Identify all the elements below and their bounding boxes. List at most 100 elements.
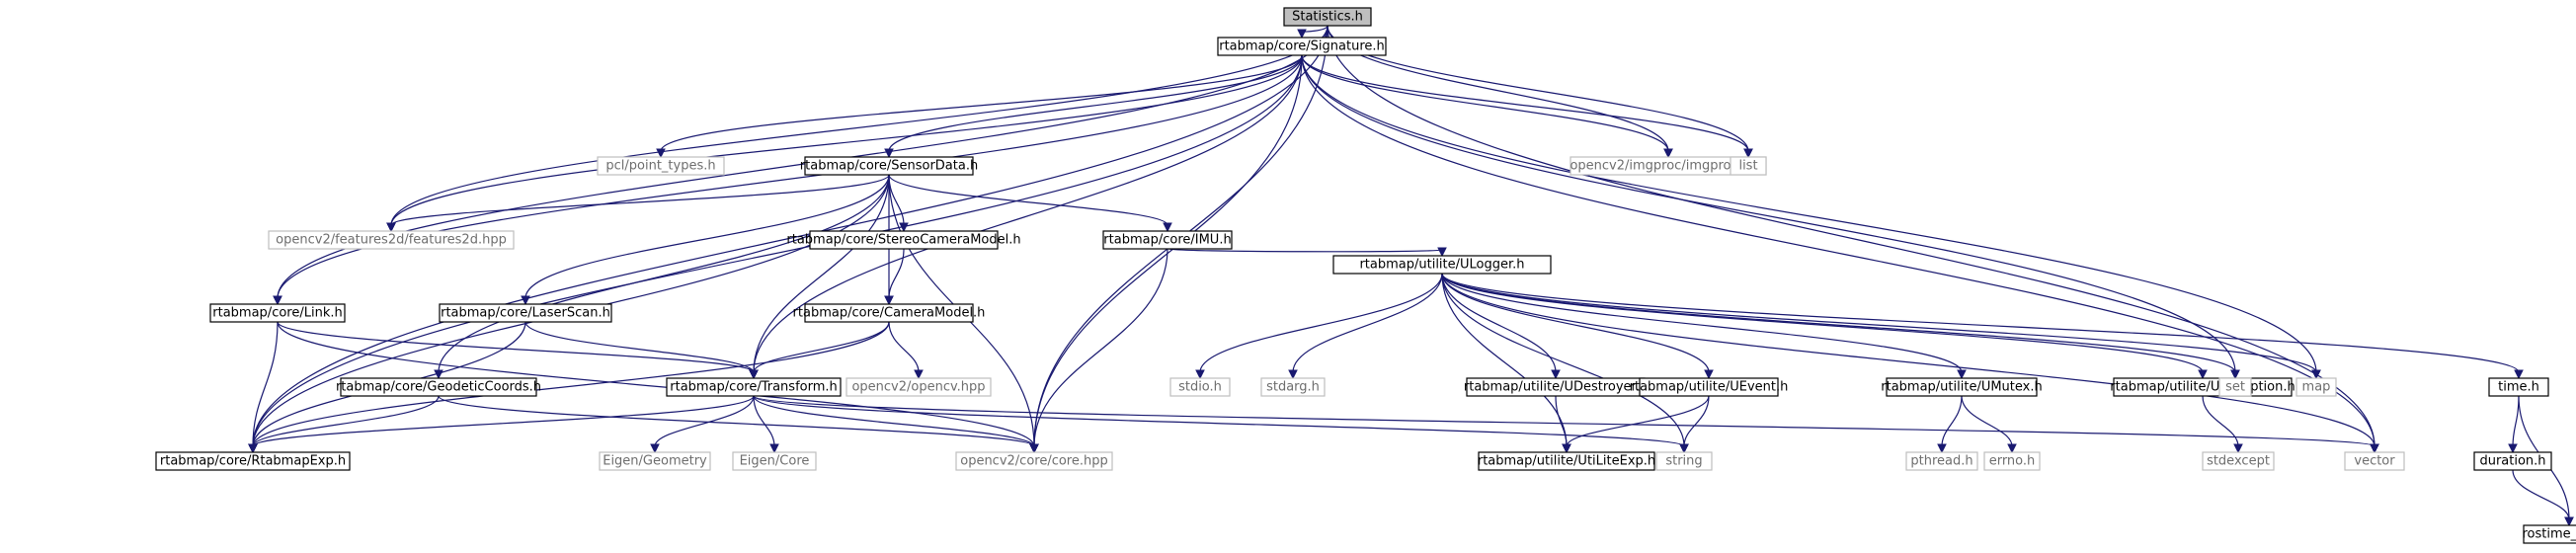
node-box-eigencore <box>732 451 817 471</box>
arrowhead-uevent-to-string <box>1679 443 1689 454</box>
node-box-uevent <box>1639 377 1779 397</box>
node-cvcore: opencv2/core/core.hpp <box>955 451 1113 471</box>
node-stdexcept: stdexcept <box>2202 451 2275 471</box>
arrowhead-signature-to-sensordata <box>884 148 894 159</box>
edge-transform-to-cvcore <box>753 395 1035 447</box>
node-box-stdio <box>1169 377 1231 397</box>
node-box-vector <box>2344 451 2405 471</box>
node-sensordata[interactable]: rtabmap/core/SensorData.h <box>800 156 978 176</box>
node-label-stereo: rtabmap/core/StereoCameraModel.h <box>786 233 1020 248</box>
node-box-errno <box>1983 451 2041 471</box>
arrowhead-imu-to-ulogger <box>1437 247 1447 258</box>
node-label-pcl: pcl/point_types.h <box>605 159 715 174</box>
node-box-utilite <box>1478 451 1655 471</box>
node-label-eigencore: Eigen/Core <box>740 454 810 469</box>
edge-ulogger-to-uexception <box>1441 273 2204 373</box>
node-box-list <box>1730 156 1767 176</box>
node-box-opencv <box>845 377 992 397</box>
node-box-sensordata <box>804 156 974 176</box>
node-uexception[interactable]: rtabmap/utilite/UException.h <box>2110 377 2295 397</box>
node-label-pthread: pthread.h <box>1910 454 1972 469</box>
node-label-errno: errno.h <box>1989 454 2036 469</box>
edge-statistics-to-features2d <box>390 25 1328 226</box>
edge-signature-to-link <box>277 54 1303 299</box>
node-rtabmapexp[interactable]: rtabmap/core/RtabmapExp.h <box>155 451 351 471</box>
arrowhead-umutex-to-pthread <box>1937 443 1947 454</box>
node-label-set: set <box>2225 380 2245 395</box>
node-rostime[interactable]: rostime_decl.h <box>2522 524 2576 544</box>
node-ulogger[interactable]: rtabmap/utilite/ULogger.h <box>1332 255 1552 275</box>
node-label-eigengeo: Eigen/Geometry <box>603 454 707 469</box>
node-udestroyer[interactable]: rtabmap/utilite/UDestroyer.h <box>1464 377 1648 397</box>
node-duration[interactable]: duration.h <box>2473 451 2552 471</box>
node-imu[interactable]: rtabmap/core/IMU.h <box>1102 230 1233 250</box>
node-box-link <box>209 303 346 323</box>
arrowhead-ulogger-to-time <box>2514 369 2524 380</box>
edge-transform-to-string <box>753 395 1685 447</box>
edge-signature-to-map <box>1301 54 2317 373</box>
node-cameramodel[interactable]: rtabmap/core/CameraModel.h <box>793 303 986 323</box>
arrowhead-signature-to-imgproc <box>1663 148 1673 159</box>
node-label-stdio: stdio.h <box>1178 380 1222 395</box>
arrowhead-uexception-to-stdexcept <box>2233 443 2243 454</box>
edge-cameramodel-to-rtabmapexp <box>252 321 890 447</box>
node-box-features2d <box>268 230 515 250</box>
arrowhead-sensordata-to-stereo <box>899 222 909 233</box>
node-label-string: string <box>1665 454 1702 469</box>
edge-laserscan-to-transform <box>524 321 755 373</box>
node-label-opencv: opencv2/opencv.hpp <box>851 380 985 395</box>
node-statistics[interactable]: Statistics.h <box>1283 7 1372 27</box>
node-box-umutex <box>1886 377 2038 397</box>
node-box-duration <box>2473 451 2552 471</box>
node-box-stdexcept <box>2202 451 2275 471</box>
edge-signature-to-set <box>1301 54 2236 373</box>
edge-ulogger-to-string <box>1441 273 1685 447</box>
arrowhead-cameramodel-to-transform <box>749 369 759 380</box>
node-label-uevent: rtabmap/utilite/UEvent.h <box>1630 380 1789 395</box>
arrowhead-umutex-to-errno <box>2007 443 2017 454</box>
node-set: set <box>2218 377 2252 397</box>
node-box-geodetic <box>340 377 537 397</box>
arrowhead-duration-to-rostime <box>2564 516 2574 527</box>
arrowhead-transform-to-cvcore <box>1029 443 1039 454</box>
node-pthread: pthread.h <box>1905 451 1978 471</box>
node-box-time <box>2488 377 2549 397</box>
edge-statistics-to-link <box>277 25 1328 299</box>
node-box-stdarg <box>1260 377 1326 397</box>
node-utilite[interactable]: rtabmap/utilite/UtiLiteExp.h <box>1478 451 1655 471</box>
node-time[interactable]: time.h <box>2488 377 2549 397</box>
node-label-cameramodel: rtabmap/core/CameraModel.h <box>793 306 986 321</box>
edge-link-to-cvcore <box>277 321 1035 447</box>
edge-signature-to-pcl <box>660 54 1303 152</box>
node-umutex[interactable]: rtabmap/utilite/UMutex.h <box>1881 377 2043 397</box>
arrowhead-signature-to-pcl <box>656 148 666 159</box>
node-label-stdexcept: stdexcept <box>2207 454 2270 469</box>
node-uevent[interactable]: rtabmap/utilite/UEvent.h <box>1630 377 1789 397</box>
node-signature[interactable]: rtabmap/core/Signature.h <box>1217 37 1387 56</box>
edge-transform-to-eigencore <box>753 395 775 447</box>
node-box-cameramodel <box>804 303 974 323</box>
node-stereo[interactable]: rtabmap/core/StereoCameraModel.h <box>786 230 1021 250</box>
edge-ulogger-to-map <box>1441 273 2317 373</box>
arrowhead-ulogger-to-vector <box>2370 443 2379 454</box>
node-box-set <box>2218 377 2252 397</box>
node-label-geodetic: rtabmap/core/GeodeticCoords.h <box>336 380 541 395</box>
node-laserscan[interactable]: rtabmap/core/LaserScan.h <box>439 303 612 323</box>
edge-statistics-to-vector <box>1327 25 2375 447</box>
arrowhead-ulogger-to-umutex <box>1957 369 1967 380</box>
node-box-stereo <box>809 230 999 250</box>
node-geodetic[interactable]: rtabmap/core/GeodeticCoords.h <box>336 377 541 397</box>
node-box-imu <box>1102 230 1233 250</box>
edge-uexception-to-stdexcept <box>2202 395 2239 447</box>
node-label-vector: vector <box>2354 454 2395 469</box>
node-transform[interactable]: rtabmap/core/Transform.h <box>666 377 842 397</box>
edge-ulogger-to-utilite <box>1441 273 1568 447</box>
node-link[interactable]: rtabmap/core/Link.h <box>209 303 346 323</box>
arrowhead-signature-to-list <box>1743 148 1753 159</box>
arrowhead-ulogger-to-stdarg <box>1288 369 1298 380</box>
node-box-signature <box>1217 37 1387 56</box>
edge-sensordata-to-features2d <box>390 174 890 226</box>
node-errno: errno.h <box>1983 451 2041 471</box>
node-label-laserscan: rtabmap/core/LaserScan.h <box>441 306 610 321</box>
